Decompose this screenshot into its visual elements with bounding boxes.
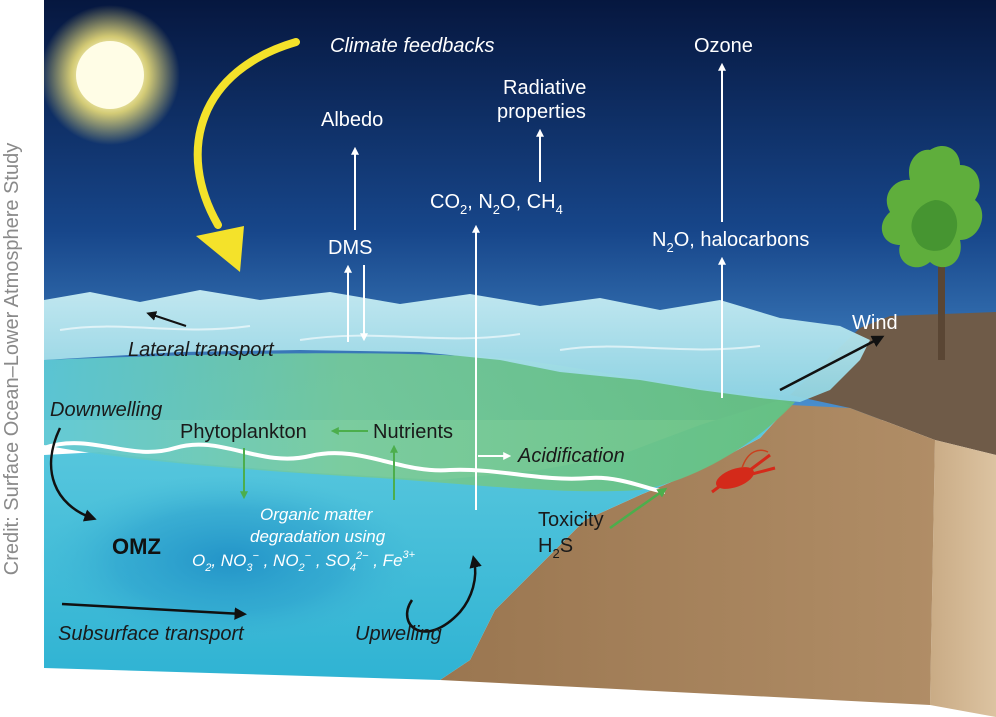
subsurface-transport-arrow	[61, 602, 247, 620]
radiative-label-line1: Radiative	[503, 77, 586, 99]
land-front	[440, 405, 935, 705]
tree-trunk	[938, 250, 945, 360]
radiative-label-line2: properties	[497, 101, 586, 123]
thermocline-line	[43, 441, 666, 494]
upwelling-arrow	[405, 555, 482, 633]
ozone-label: Ozone	[694, 35, 753, 57]
wave-highlight	[59, 325, 761, 351]
gases-label: CO2, N2O, CH4	[430, 191, 563, 217]
oxidants-label: O2, NO3− , NO2− , SO42− , Fe3+	[192, 549, 416, 574]
omz-label: OMZ	[112, 534, 161, 559]
crustacean-icon	[711, 449, 776, 494]
land-side	[930, 440, 996, 717]
wind-label: Wind	[852, 312, 898, 334]
upwelling-label: Upwelling	[355, 623, 442, 645]
omz-zone	[40, 475, 420, 645]
sun-icon	[76, 41, 144, 109]
tree-canopy-shade	[911, 200, 958, 251]
organic-matter-label-line2: degradation using	[250, 527, 386, 546]
lateral-transport-label: Lateral transport	[128, 339, 275, 361]
dms-label: DMS	[328, 237, 372, 259]
downwelling-arrow	[49, 427, 97, 522]
n2o-halocarbons-label: N2O, halocarbons	[652, 229, 809, 255]
acidification-label: Acidification	[517, 445, 625, 467]
nutrients-label: Nutrients	[373, 421, 453, 443]
wind-arrow	[779, 335, 885, 392]
downwelling-label: Downwelling	[50, 399, 162, 421]
sunlight-arrow	[193, 38, 300, 229]
climate-feedbacks-label: Climate feedbacks	[330, 35, 495, 57]
phytoplankton-label: Phytoplankton	[180, 421, 307, 443]
ocean-surface	[44, 290, 870, 402]
toxicity-arrow	[609, 487, 668, 530]
subsurface-transport-label: Subsurface transport	[58, 623, 245, 645]
credit-label: Credit: Surface Ocean–Lower Atmosphere S…	[1, 142, 23, 576]
lateral-transport-arrow	[146, 311, 187, 327]
sunlight-arrowhead	[196, 226, 244, 272]
green-layer	[44, 353, 795, 492]
toxicity-label: Toxicity	[538, 509, 604, 531]
organic-matter-label-line1: Organic matter	[260, 505, 374, 524]
albedo-label: Albedo	[321, 109, 383, 131]
h2s-label: H2S	[538, 535, 573, 561]
